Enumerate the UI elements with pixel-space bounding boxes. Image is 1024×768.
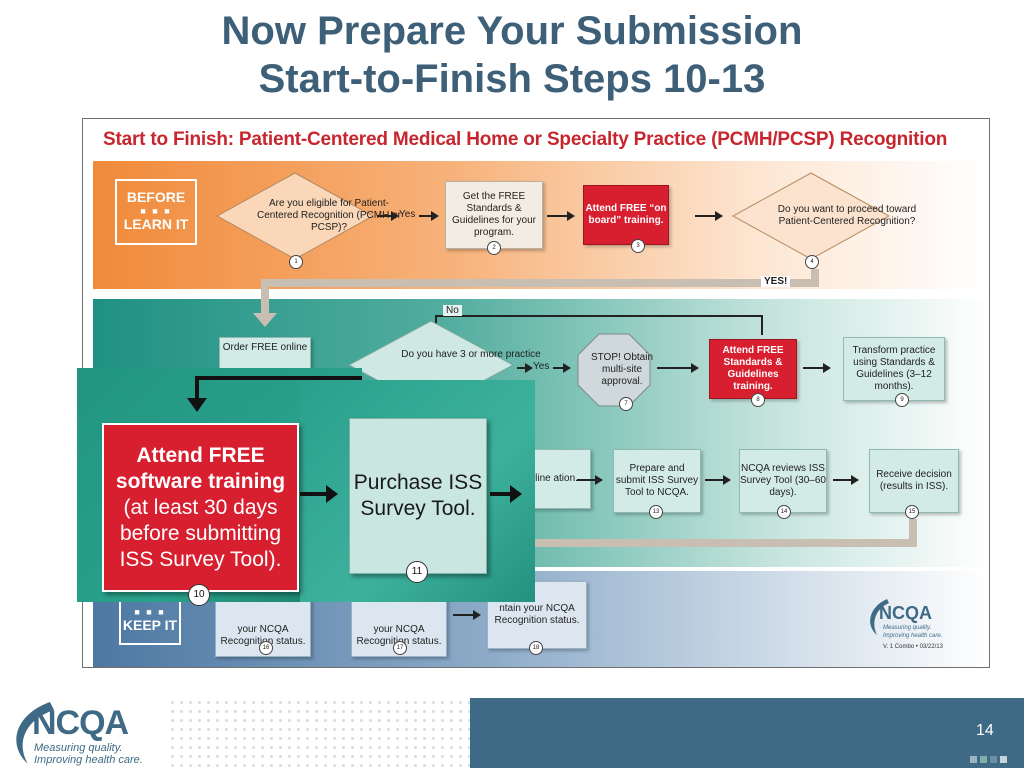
- step-number-15: 15: [905, 505, 919, 519]
- step-number-7: 7: [619, 397, 633, 411]
- step-7-text: STOP! Obtain multi-site approval.: [590, 352, 654, 387]
- phase-tag-before: BEFORE ■ ■ ■ LEARN IT: [115, 179, 197, 245]
- phase-before-label: BEFORE: [126, 189, 186, 205]
- arrow-7-8: [657, 363, 699, 373]
- arrow-6-7b: [553, 363, 571, 373]
- phase-keep-label: KEEP IT: [122, 617, 178, 633]
- label-yes-1: Yes: [399, 209, 416, 220]
- step-number-8: 8: [751, 393, 765, 407]
- flowchart-diagram: Start to Finish: Patient-Centered Medica…: [82, 118, 990, 668]
- arrow-2-3: [547, 211, 575, 221]
- step-number-9: 9: [895, 393, 909, 407]
- step-number-1: 1: [289, 255, 303, 269]
- dots-icon: ■ ■ ■: [134, 607, 166, 617]
- arrow-1-2: [377, 211, 399, 221]
- page-number: 14: [976, 722, 994, 739]
- step-15-box: Receive decision (results in ISS).: [869, 449, 959, 513]
- ncqa-small-name: NCQA: [879, 603, 932, 623]
- arrow-11-12: [490, 485, 522, 503]
- step-2-box: Get the FREE Standards & Guidelines for …: [445, 181, 543, 249]
- connector-yes-line: [261, 279, 819, 287]
- step-1-diamond: Are you eligible for Patient-Centered Re…: [215, 171, 401, 261]
- ncqa-small-tagline1: Measuring quality.: [883, 625, 932, 631]
- step-10-line2: software training: [115, 469, 286, 493]
- step-8-box: Attend FREE Standards & Guidelines train…: [709, 339, 797, 399]
- arrow-14-15: [833, 475, 859, 485]
- step-10-line3: (at least 30 days: [123, 495, 278, 519]
- step-7-stop: STOP! Obtain multi-site approval.: [577, 333, 653, 407]
- step-9-box: Transform practice using Standards & Gui…: [843, 337, 945, 401]
- slide-title-line2: Start-to-Finish Steps 10-13: [258, 57, 766, 101]
- step-number-3: 3: [631, 239, 645, 253]
- arrow-10-11: [300, 485, 338, 503]
- step-number-17: 17: [393, 641, 407, 655]
- connector-15-line: [523, 539, 917, 547]
- zoom-line-down: [195, 376, 199, 404]
- step-4-diamond: Do you want to proceed toward Patient-Ce…: [731, 171, 916, 261]
- zoom-arrowhead: [187, 398, 207, 412]
- arrow-13-14: [705, 475, 731, 485]
- arrow-8-9: [803, 363, 831, 373]
- ncqa-logo-small: NCQA Measuring quality. Improving health…: [865, 597, 975, 657]
- no-line-down: [761, 315, 763, 335]
- phase-learn-label: LEARN IT: [123, 216, 189, 232]
- arrow-17-18: [453, 610, 481, 620]
- connector-15-down: [909, 519, 917, 547]
- ncqa-swoosh-icon: [16, 702, 54, 764]
- dots-icon: ■ ■ ■: [140, 206, 172, 216]
- zoom-line-top: [195, 376, 362, 380]
- step-10-box: Attend FREE software training (at least …: [102, 423, 299, 592]
- step-number-18: 18: [529, 641, 543, 655]
- arrow-3-4: [695, 211, 723, 221]
- square-icon: [990, 756, 997, 763]
- connector-down-left: [261, 279, 269, 315]
- step-11-line2: Survey Tool.: [360, 497, 476, 520]
- step-3-box: Attend FREE “on board” training.: [583, 185, 669, 245]
- step-10-line4: before submitting: [119, 521, 282, 545]
- square-icon: [980, 756, 987, 763]
- arrow-yes-2: [419, 211, 439, 221]
- ncqa-logo: NCQA Measuring quality. Improving health…: [6, 700, 166, 766]
- step-number-16: 16: [259, 641, 273, 655]
- square-icon: [970, 756, 977, 763]
- step-number-13: 13: [649, 505, 663, 519]
- ncqa-swoosh-icon: [870, 599, 889, 635]
- connector-arrowhead: [253, 313, 277, 327]
- step-number-11: 11: [406, 561, 428, 583]
- no-line-top: [435, 315, 763, 317]
- step-1-text: Are you eligible for Patient-Centered Re…: [257, 198, 401, 233]
- step-number-14: 14: [777, 505, 791, 519]
- label-no: No: [443, 305, 462, 316]
- label-yes-2: Yes: [533, 361, 550, 372]
- arrow-12-13: [577, 475, 603, 485]
- step-10-line5: ISS Survey Tool).: [119, 547, 282, 571]
- ncqa-logo-tagline2: Improving health care.: [34, 754, 143, 766]
- version-text: V. 1 Combo • 03/22/13: [883, 644, 943, 650]
- step-number-2: 2: [487, 241, 501, 255]
- slide-title-line1: Now Prepare Your Submission: [221, 9, 803, 53]
- connector-down: [811, 269, 819, 283]
- step-number-4: 4: [805, 255, 819, 269]
- ncqa-logo-name: NCQA: [32, 704, 129, 742]
- step-11-box: Purchase ISS Survey Tool.: [349, 418, 487, 574]
- phase-tag-after: ■ ■ ■ KEEP IT: [119, 599, 181, 645]
- arrow-6-7a: [517, 363, 533, 373]
- step-6-text: Do you have 3 or more practice: [401, 349, 541, 360]
- footer-band: [470, 698, 1024, 768]
- ncqa-logo-tagline1: Measuring quality.: [34, 742, 123, 754]
- ncqa-small-tagline2: Improving health care.: [883, 633, 943, 639]
- step-11-line1: Purchase ISS: [353, 471, 483, 494]
- step-4-text: Do you want to proceed toward Patient-Ce…: [777, 204, 917, 227]
- step-13-box: Prepare and submit ISS Survey Tool to NC…: [613, 449, 701, 513]
- diagram-heading: Start to Finish: Patient-Centered Medica…: [103, 129, 948, 150]
- label-yes-bang: YES!: [761, 276, 791, 287]
- step-number-10: 10: [188, 584, 210, 606]
- footer-squares: [970, 750, 1010, 768]
- step-14-box: NCQA reviews ISS Survey Tool (30–60 days…: [739, 449, 827, 513]
- square-icon: [1000, 756, 1007, 763]
- step-10-line1: Attend FREE: [136, 443, 265, 467]
